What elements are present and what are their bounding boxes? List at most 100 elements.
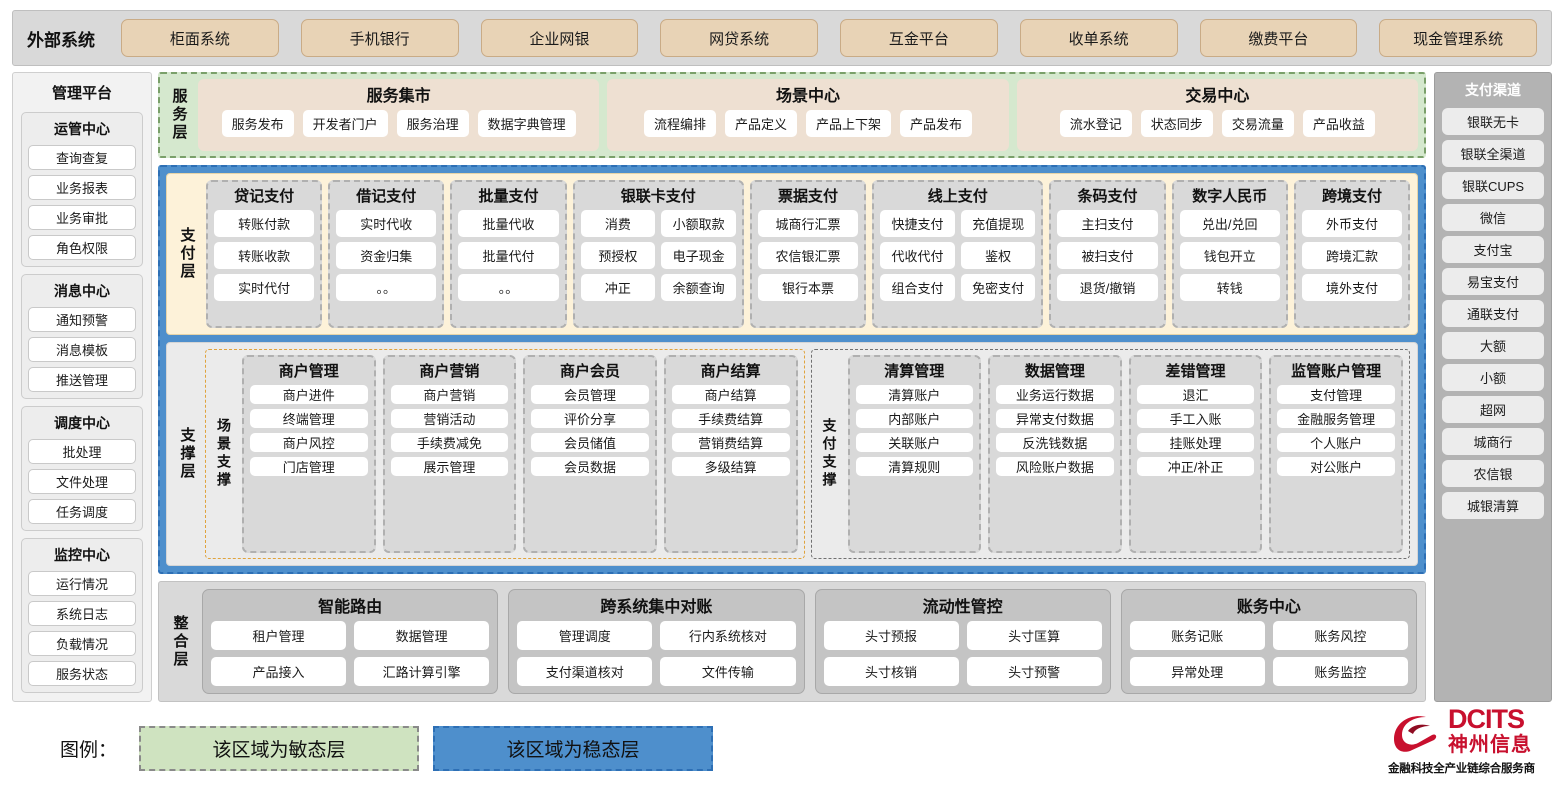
payment-channel-item[interactable]: 小额 [1442, 364, 1544, 391]
payment-cell[interactable]: 鉴权 [960, 241, 1036, 269]
integration-cell[interactable]: 行内系统核对 [660, 621, 796, 650]
support-cell[interactable]: 金融服务管理 [1277, 408, 1395, 428]
integration-cell[interactable]: 产品接入 [211, 657, 347, 686]
management-item[interactable]: 批处理 [28, 439, 136, 464]
support-cell[interactable]: 内部账户 [855, 408, 974, 428]
payment-channel-item[interactable]: 银联无卡 [1442, 108, 1544, 135]
external-system-chip[interactable]: 缴费平台 [1199, 19, 1358, 57]
integration-cell[interactable]: 异常处理 [1129, 657, 1265, 686]
service-chip[interactable]: 数据字典管理 [477, 110, 576, 137]
payment-cell[interactable]: 转钱 [1179, 273, 1280, 301]
service-chip[interactable]: 交易流量 [1221, 110, 1294, 137]
service-chip[interactable]: 开发者门户 [302, 110, 388, 137]
payment-cell[interactable]: 批量代付 [458, 241, 559, 269]
payment-cell[interactable]: 。。 [336, 273, 437, 301]
payment-channel-item[interactable]: 农信银 [1442, 460, 1544, 487]
integration-cell[interactable]: 账务风控 [1272, 621, 1408, 650]
support-cell[interactable]: 手续费减免 [390, 432, 509, 452]
payment-cell[interactable]: 充值提现 [960, 209, 1036, 237]
management-item[interactable]: 推送管理 [28, 367, 136, 392]
support-cell[interactable]: 退汇 [1136, 384, 1255, 404]
payment-cell[interactable]: 跨境汇款 [1301, 241, 1403, 269]
support-cell[interactable]: 商户进件 [250, 384, 368, 404]
payment-cell[interactable]: 转账收款 [214, 241, 315, 269]
payment-cell[interactable]: 转账付款 [214, 209, 315, 237]
payment-cell[interactable]: 小额取款 [661, 209, 736, 237]
payment-cell[interactable]: 组合支付 [880, 273, 955, 301]
support-cell[interactable]: 门店管理 [250, 456, 368, 476]
management-item[interactable]: 查询查复 [28, 145, 136, 170]
payment-channel-item[interactable]: 银联全渠道 [1442, 140, 1544, 167]
payment-cell[interactable]: 兑出/兑回 [1179, 209, 1280, 237]
payment-cell[interactable]: 消费 [580, 209, 656, 237]
payment-cell[interactable]: 外币支付 [1301, 209, 1403, 237]
support-cell[interactable]: 会员数据 [531, 456, 649, 476]
integration-cell[interactable]: 头寸匡算 [966, 621, 1102, 650]
external-system-chip[interactable]: 互金平台 [840, 19, 998, 57]
payment-channel-item[interactable]: 城银清算 [1442, 492, 1544, 519]
management-item[interactable]: 角色权限 [28, 235, 136, 260]
management-item[interactable]: 负载情况 [28, 631, 136, 656]
support-cell[interactable]: 业务运行数据 [996, 384, 1114, 404]
payment-cell[interactable]: 快捷支付 [880, 209, 955, 237]
payment-cell[interactable]: 余额查询 [661, 273, 736, 301]
management-item[interactable]: 服务状态 [28, 661, 136, 686]
service-chip[interactable]: 产品定义 [724, 110, 797, 137]
support-cell[interactable]: 终端管理 [250, 408, 368, 428]
support-cell[interactable]: 异常支付数据 [996, 408, 1114, 428]
external-system-chip[interactable]: 企业网银 [480, 19, 639, 57]
payment-cell[interactable]: 被扫支付 [1057, 241, 1158, 269]
support-cell[interactable]: 评价分享 [531, 408, 649, 428]
payment-channel-item[interactable]: 超网 [1442, 396, 1544, 423]
management-item[interactable]: 业务审批 [28, 205, 136, 230]
support-cell[interactable]: 营销活动 [390, 408, 509, 428]
payment-cell[interactable]: 免密支付 [960, 273, 1036, 301]
payment-channel-item[interactable]: 微信 [1442, 204, 1544, 231]
integration-cell[interactable]: 汇路计算引擎 [354, 657, 490, 686]
integration-cell[interactable]: 账务监控 [1272, 657, 1408, 686]
external-system-chip[interactable]: 网贷系统 [660, 19, 818, 57]
support-cell[interactable]: 会员管理 [531, 384, 649, 404]
support-cell[interactable]: 会员储值 [531, 432, 649, 452]
service-chip[interactable]: 流水登记 [1059, 110, 1132, 137]
management-item[interactable]: 运行情况 [28, 571, 136, 596]
support-cell[interactable]: 风险账户数据 [996, 456, 1114, 476]
support-cell[interactable]: 挂账处理 [1136, 432, 1255, 452]
payment-cell[interactable]: 境外支付 [1301, 273, 1403, 301]
support-cell[interactable]: 清算账户 [855, 384, 974, 404]
integration-cell[interactable]: 租户管理 [211, 621, 347, 650]
support-cell[interactable]: 商户营销 [390, 384, 509, 404]
support-cell[interactable]: 关联账户 [855, 432, 974, 452]
payment-channel-item[interactable]: 银联CUPS [1442, 172, 1544, 199]
support-cell[interactable]: 多级结算 [671, 456, 790, 476]
external-system-chip[interactable]: 手机银行 [300, 19, 459, 57]
integration-cell[interactable]: 头寸预报 [823, 621, 959, 650]
support-cell[interactable]: 商户结算 [671, 384, 790, 404]
payment-cell[interactable]: 农信银汇票 [757, 241, 859, 269]
service-chip[interactable]: 产品上下架 [805, 110, 891, 137]
payment-cell[interactable]: 实时代付 [214, 273, 315, 301]
payment-channel-item[interactable]: 易宝支付 [1442, 268, 1544, 295]
integration-cell[interactable]: 管理调度 [517, 621, 653, 650]
support-cell[interactable]: 反洗钱数据 [996, 432, 1114, 452]
support-cell[interactable]: 手续费结算 [671, 408, 790, 428]
payment-channel-item[interactable]: 通联支付 [1442, 300, 1544, 327]
management-item[interactable]: 通知预警 [28, 307, 136, 332]
payment-channel-item[interactable]: 大额 [1442, 332, 1544, 359]
management-item[interactable]: 业务报表 [28, 175, 136, 200]
payment-cell[interactable]: 代收代付 [880, 241, 955, 269]
support-cell[interactable]: 清算规则 [855, 456, 974, 476]
payment-cell[interactable]: 退货/撤销 [1057, 273, 1158, 301]
support-cell[interactable]: 手工入账 [1136, 408, 1255, 428]
service-chip[interactable]: 服务发布 [221, 110, 294, 137]
integration-cell[interactable]: 数据管理 [354, 621, 490, 650]
management-item[interactable]: 文件处理 [28, 469, 136, 494]
support-cell[interactable]: 商户风控 [250, 432, 368, 452]
integration-cell[interactable]: 支付渠道核对 [517, 657, 653, 686]
service-chip[interactable]: 产品收益 [1302, 110, 1375, 137]
service-chip[interactable]: 状态同步 [1140, 110, 1213, 137]
external-system-chip[interactable]: 柜面系统 [121, 19, 279, 57]
payment-channel-item[interactable]: 城商行 [1442, 428, 1544, 455]
payment-cell[interactable]: 冲正 [580, 273, 656, 301]
support-cell[interactable]: 营销费结算 [671, 432, 790, 452]
